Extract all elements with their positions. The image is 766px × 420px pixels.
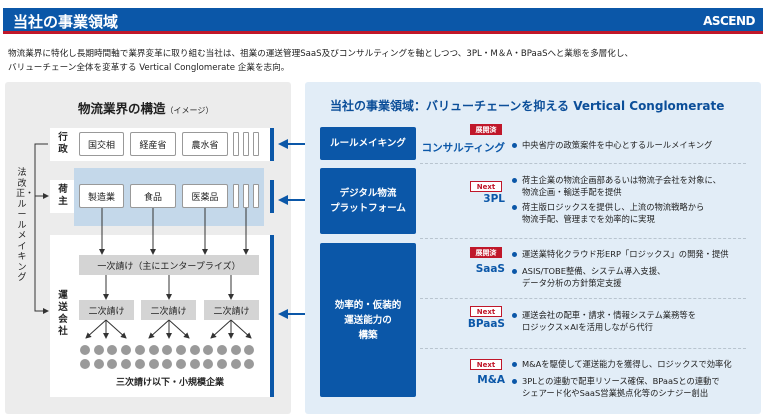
company-dot xyxy=(203,345,214,355)
company-dot xyxy=(134,359,145,369)
shipper-item: 医薬品 xyxy=(182,184,228,208)
intro-line-1: 物流業界に特化し長期時間軸で業界変革に取り組む当社は、祖業の運送管理SaaS及び… xyxy=(8,49,634,59)
side-bracket xyxy=(34,143,49,314)
company-dot xyxy=(107,345,118,355)
law-rulemaking-label: 法改正・ルールメイキング xyxy=(16,168,35,283)
status-badge: Next xyxy=(470,359,502,370)
primary-contractor: 一次請け（主にエンタープライズ） xyxy=(79,255,259,275)
divider xyxy=(420,298,746,299)
status-badge: Next xyxy=(470,306,502,317)
flow-arrows xyxy=(85,208,252,339)
fan-arrow xyxy=(85,319,107,339)
fan-arrow xyxy=(210,319,232,339)
status-badge: 展開済 xyxy=(470,124,502,135)
gov-bracket xyxy=(270,128,274,161)
company-dot xyxy=(217,345,227,355)
company-dot xyxy=(148,359,159,369)
gov-more xyxy=(233,132,239,156)
company-dot xyxy=(189,359,200,369)
company-dot xyxy=(93,345,104,355)
header-bar: 当社の事業領域 ASCEND xyxy=(3,8,763,34)
gov-item: 農水省 xyxy=(182,132,228,156)
structure-title-sub: （イメージ） xyxy=(165,106,214,115)
company-dot xyxy=(189,345,200,355)
company-dot xyxy=(230,359,241,369)
status-badge: Next xyxy=(470,181,502,192)
secondary-contractor: 二次請け xyxy=(204,300,259,320)
structure-title-text: 物流業界の構造 xyxy=(78,101,166,116)
company-dot xyxy=(80,359,90,369)
ascend-logo: ASCEND xyxy=(703,14,755,28)
shipper-more xyxy=(233,184,239,208)
company-dot xyxy=(175,359,186,369)
service-bullet: 荷主企業の物流企画部あるいは物流子会社を対象に、 物流企画・輸送手配を提供 xyxy=(512,174,721,198)
company-dot xyxy=(80,345,90,355)
shipper-row-label-bg xyxy=(50,180,74,213)
shipper-more xyxy=(253,184,259,208)
company-dot xyxy=(203,359,214,369)
fan-arrow xyxy=(105,319,127,339)
company-dot xyxy=(217,359,227,369)
service-name: SaaS xyxy=(475,263,505,275)
service-name: M&A xyxy=(477,374,505,386)
domain-digital-platform: デジタル物流 プラットフォーム xyxy=(320,168,416,234)
divider xyxy=(420,163,746,164)
service-name: 3PL xyxy=(483,193,505,205)
divider xyxy=(420,238,746,239)
intro-line-2: バリューチェーン全体を変革する Vertical Conglomerate 企業… xyxy=(8,63,290,73)
company-dot xyxy=(230,345,241,355)
shipper-item: 食品 xyxy=(130,184,176,208)
company-dot xyxy=(175,345,186,355)
company-dot xyxy=(134,345,145,355)
service-bullet: 運送業特化クラウド形ERP「ロジックス」の開発・提供 xyxy=(512,248,729,260)
divider xyxy=(420,348,746,349)
fan-arrow xyxy=(148,319,170,339)
company-dot xyxy=(244,345,255,355)
domain-rulemaking: ルールメイキング xyxy=(320,127,416,160)
company-dot xyxy=(148,345,159,355)
fan-arrow xyxy=(168,319,190,339)
page-title: 当社の事業領域 xyxy=(13,13,119,31)
structure-title: 物流業界の構造（イメージ） xyxy=(78,98,213,117)
company-dot xyxy=(107,359,118,369)
company-dot xyxy=(93,359,104,369)
carrier-label: 運送会社 xyxy=(58,290,68,337)
service-name: BPaaS xyxy=(467,318,505,330)
gov-item: 経産省 xyxy=(130,132,176,156)
service-bullet: ASIS/TOBE整備、システム導入支援、 データ分析の方針策定支援 xyxy=(512,265,665,289)
shipper-label: 荷主 xyxy=(58,184,68,207)
fan-arrow xyxy=(230,319,252,339)
service-bullet: 荷主版ロジックスを提供し、上流の物流戦略から 物流手配、管理までを効率的に実現 xyxy=(512,201,704,225)
service-bullet: M&Aを駆使して運送能力を獲得し、ロジックスで効率化 xyxy=(512,358,732,370)
company-dot xyxy=(121,345,132,355)
company-dot xyxy=(244,359,255,369)
gov-label: 行政 xyxy=(58,132,68,155)
shipper-more xyxy=(243,184,249,208)
gov-item: 国交相 xyxy=(79,132,124,156)
service-bullet: 中央省庁の政策案件を中心とするルールメイキング xyxy=(512,139,712,151)
secondary-contractor: 二次請け xyxy=(79,300,134,320)
domain-transport-capacity: 効率的・仮装的 運送能力の 構築 xyxy=(320,243,416,397)
service-bullet: 運送会社の配車・請求・情報システム業務等を ロジックス×AIを活用しながら代行 xyxy=(512,309,696,333)
shipper-bracket xyxy=(270,180,274,213)
domain-title: 当社の事業領域：バリューチェーンを抑える Vertical Conglomera… xyxy=(330,99,725,113)
company-dot xyxy=(162,345,173,355)
company-dot xyxy=(162,359,173,369)
service-name: コンサルティング xyxy=(421,142,505,154)
gov-more xyxy=(253,132,259,156)
service-bullet: 3PLとの連動で配車リソース確保、BPaaSとの連動で シェアード化やSaaS営… xyxy=(512,375,720,399)
status-badge: 展開済 xyxy=(470,247,502,258)
shipper-item: 製造業 xyxy=(79,184,124,208)
company-dot xyxy=(121,359,132,369)
gov-more xyxy=(243,132,249,156)
secondary-contractor: 二次請け xyxy=(141,300,196,320)
tertiary-label: 三次請け以下・小規模企業 xyxy=(115,378,224,388)
carrier-bracket xyxy=(270,235,274,397)
